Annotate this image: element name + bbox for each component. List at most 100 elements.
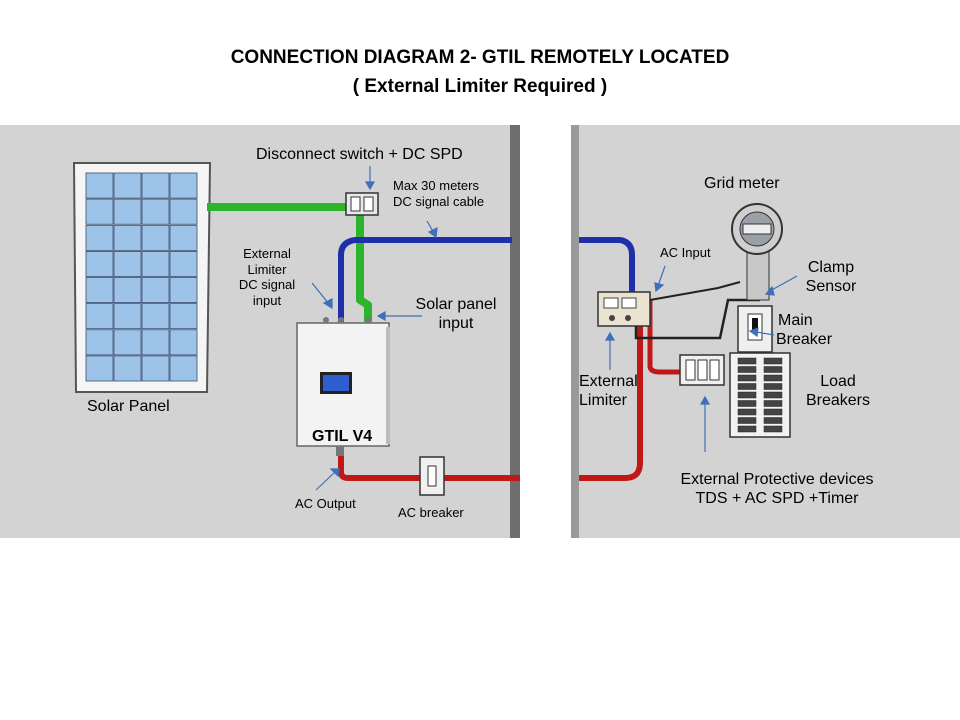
load-breaker-switch xyxy=(737,391,757,399)
protective-line2: TDS + AC SPD +Timer xyxy=(695,490,859,508)
main-line1: Main xyxy=(778,312,813,329)
solar-cell xyxy=(85,303,114,330)
solar-cell xyxy=(141,224,170,251)
load-breaker-switch xyxy=(763,425,783,433)
load-breaker-switch xyxy=(737,408,757,416)
load-breakers xyxy=(729,352,791,438)
diagram-subtitle: ( External Limiter Required ) xyxy=(352,76,608,97)
load-line1: Load xyxy=(820,373,856,390)
load-breaker-switch xyxy=(737,425,757,433)
external-limiter xyxy=(597,291,651,327)
load-breaker-switch xyxy=(737,400,757,407)
solar-cell xyxy=(113,224,142,251)
ext-lim-line2: Limiter xyxy=(247,261,287,277)
annotation-arrows xyxy=(311,166,798,491)
ac-breaker-left xyxy=(419,456,445,496)
disconnect-switch xyxy=(345,192,379,216)
clamp-line2: Sensor xyxy=(805,278,857,296)
disconnect-switch-label: Disconnect switch + DC SPD xyxy=(256,146,463,163)
solar-cell xyxy=(85,172,114,199)
load-breakers-label: Load Breakers xyxy=(802,372,874,410)
external-limiter-signal-label: External Limiter DC signal input xyxy=(232,246,302,308)
solar-input-line2: input xyxy=(438,315,474,333)
solar-cell xyxy=(113,355,142,382)
solar-cell xyxy=(141,277,170,304)
external-limiter-label: External Limiter xyxy=(579,372,638,410)
load-line2: Breakers xyxy=(805,392,871,410)
load-breaker-switch xyxy=(737,374,757,382)
load-breaker-switch xyxy=(763,383,783,390)
solar-cell xyxy=(169,224,198,251)
load-breaker-switch xyxy=(737,357,757,365)
ct-wire xyxy=(649,281,741,301)
solar-cell xyxy=(113,250,142,277)
solar-cell xyxy=(113,329,142,356)
load-breaker-switch xyxy=(763,400,783,407)
external-line1: External xyxy=(579,373,638,390)
max-cable-label: Max 30 meters DC signal cable xyxy=(393,178,484,209)
solar-cell xyxy=(85,277,114,304)
protective-line1: External Protective devices xyxy=(680,471,874,488)
gtil-inverter xyxy=(296,317,390,456)
load-breaker-switch xyxy=(763,391,783,399)
solar-cell xyxy=(85,198,114,225)
solar-cell xyxy=(169,198,198,225)
solar-cell xyxy=(141,172,170,199)
solar-cell xyxy=(169,250,198,277)
solar-cell xyxy=(169,172,198,199)
solar-cell xyxy=(113,277,142,304)
grid-meter xyxy=(731,203,783,301)
solar-cell xyxy=(113,303,142,330)
gtil-label: GTIL V4 xyxy=(312,428,373,445)
solar-cell xyxy=(141,329,170,356)
ac-breaker-label: AC breaker xyxy=(398,505,464,520)
solar-cell xyxy=(169,355,198,382)
load-breaker-switch xyxy=(763,366,783,373)
left-wall-edge xyxy=(510,125,520,538)
load-breaker-switch xyxy=(737,417,757,424)
solar-cell xyxy=(169,303,198,330)
solar-cell xyxy=(169,329,198,356)
clamp-sensor-label: Clamp Sensor xyxy=(798,258,864,296)
solar-panel xyxy=(72,162,212,393)
solar-panel-input-label: Solar panel input xyxy=(406,295,506,333)
dc-signal-cable-right xyxy=(579,237,635,292)
solar-cell xyxy=(113,198,142,225)
diagram-title: CONNECTION DIAGRAM 2- GTIL REMOTELY LOCA… xyxy=(230,47,730,68)
load-breaker-switch xyxy=(763,374,783,382)
solar-cell xyxy=(141,198,170,225)
ext-lim-line3: DC signal xyxy=(238,277,296,293)
load-breaker-switch xyxy=(763,417,783,424)
protective-devices xyxy=(679,354,725,386)
external-line2: Limiter xyxy=(579,392,628,410)
ac-wire-left xyxy=(338,456,520,481)
dc-signal-cable-left xyxy=(338,237,512,322)
solar-cell xyxy=(85,250,114,277)
solar-cell xyxy=(113,172,142,199)
sensor-wire xyxy=(634,298,760,340)
ext-lim-line4: input xyxy=(252,292,282,308)
solar-cell xyxy=(85,355,114,382)
solar-cell xyxy=(85,329,114,356)
solar-cell xyxy=(85,224,114,251)
load-breaker-switch xyxy=(763,408,783,416)
load-breaker-switch xyxy=(737,383,757,390)
solar-cell xyxy=(169,277,198,304)
ext-lim-line1: External xyxy=(243,246,291,261)
solar-cell xyxy=(141,303,170,330)
load-breaker-switch xyxy=(737,366,757,373)
main-line2: Breaker xyxy=(776,331,833,349)
ac-output-label: AC Output xyxy=(295,496,356,511)
solar-input-line1: Solar panel xyxy=(415,296,497,313)
solar-panel-label: Solar Panel xyxy=(87,398,170,415)
ac-input-label: AC Input xyxy=(660,245,711,260)
solar-cell xyxy=(141,355,170,382)
main-breaker-label: Main Breaker xyxy=(776,311,832,349)
ac-wire-to-protective xyxy=(647,300,680,375)
load-breaker-switch xyxy=(763,357,783,365)
max-cable-line2: DC signal cable xyxy=(393,193,485,209)
protective-devices-label: External Protective devices TDS + AC SPD… xyxy=(662,470,892,508)
max-cable-line1: Max 30 meters xyxy=(393,178,479,193)
right-wall-edge xyxy=(571,125,579,538)
